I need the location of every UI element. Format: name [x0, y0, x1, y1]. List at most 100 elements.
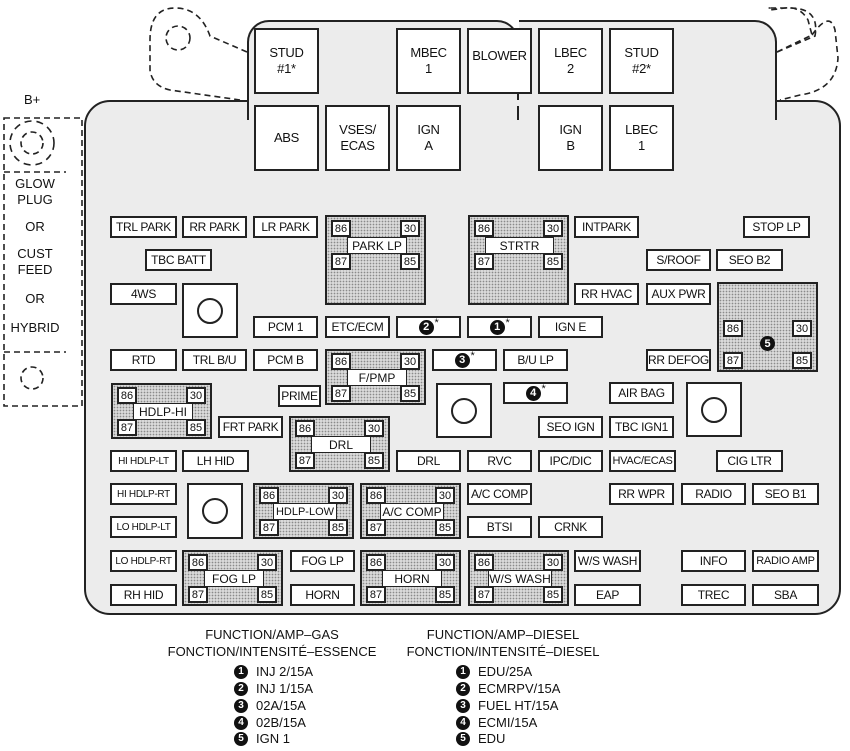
fuse-lo-hdlp-rt[interactable]: LO HDLP-RT	[110, 550, 177, 572]
fuse-rr-hvac[interactable]: RR HVAC	[574, 283, 639, 305]
fuse-crnk[interactable]: CRNK	[538, 516, 603, 538]
fuse-rr-wpr[interactable]: RR WPR	[609, 483, 674, 505]
fuse-4ws[interactable]: 4WS	[110, 283, 177, 305]
fuse-rr-park[interactable]: RR PARK	[182, 216, 247, 238]
maxi-fuse-stud-2[interactable]: STUD #2*	[609, 28, 674, 94]
fuse-rvc[interactable]: RVC	[467, 450, 532, 472]
relay-hdlp-hi[interactable]: 86 30 HDLP-HI 87 85	[111, 383, 212, 439]
fuse-s-roof[interactable]: S/ROOF	[646, 249, 711, 271]
fuse-ipc-dic[interactable]: IPC/DIC	[538, 450, 603, 472]
fuse-intpark[interactable]: INTPARK	[574, 216, 639, 238]
relay-hdlp-low[interactable]: 86 30 HDLP-LOW 87 85	[253, 483, 354, 539]
fuse-trl-park[interactable]: TRL PARK	[110, 216, 177, 238]
maxi-fuse-mbec-1[interactable]: MBEC 1	[396, 28, 461, 94]
fuse-horn[interactable]: HORN	[290, 584, 355, 606]
maxi-fuse-ign-b[interactable]: IGN B	[538, 105, 603, 171]
fuse-pcm-1[interactable]: PCM 1	[253, 316, 318, 338]
fuse-trec[interactable]: TREC	[681, 584, 746, 606]
fuse-prime[interactable]: PRIME	[278, 385, 321, 407]
number-5-badge: 5	[760, 336, 775, 351]
fuse-hi-hdlp-lt[interactable]: HI HDLP-LT	[110, 450, 177, 472]
fuse-tbc-batt[interactable]: TBC BATT	[145, 249, 212, 271]
maxi-fuse-lbec-2[interactable]: LBEC 2	[538, 28, 603, 94]
relay-park-lp[interactable]: 86 30 PARK LP 87 85	[325, 215, 426, 305]
left-mounting-ear	[149, 7, 248, 101]
socket-circle-icon	[451, 397, 477, 424]
fuse-eap[interactable]: EAP	[574, 584, 641, 606]
maxi-fuse-lbec-1[interactable]: LBEC 1	[609, 105, 674, 171]
fuse-ac-comp[interactable]: A/C COMP	[467, 483, 532, 505]
maxi-fuse-vses-ecas[interactable]: VSES/ ECAS	[325, 105, 390, 171]
b-plus-bolt-icon	[20, 131, 44, 155]
hybrid-label: HYBRID	[10, 320, 60, 335]
fuse-aux-pwr[interactable]: AUX PWR	[646, 283, 711, 305]
fuse-numbered-4[interactable]: 4*	[503, 382, 568, 404]
fuse-radio[interactable]: RADIO	[681, 483, 746, 505]
socket-circle-icon	[197, 297, 223, 324]
fuse-frt-park[interactable]: FRT PARK	[218, 416, 283, 438]
left-ear-bolt-icon	[165, 25, 191, 51]
relay-drl[interactable]: 86 30 DRL 87 85	[289, 416, 390, 472]
relay-fog-lp[interactable]: 86 30 FOG LP 87 85	[182, 550, 283, 606]
relay-strtr[interactable]: 86 30 STRTR 87 85	[468, 215, 569, 305]
fuse-seo-b1[interactable]: SEO B1	[752, 483, 819, 505]
right-mounting-ear	[766, 7, 817, 53]
relay-horn[interactable]: 86 30 HORN 87 85	[360, 550, 461, 606]
fuse-lr-park[interactable]: LR PARK	[253, 216, 318, 238]
fuse-seo-ign[interactable]: SEO IGN	[538, 416, 603, 438]
fuse-sba[interactable]: SBA	[752, 584, 819, 606]
fuse-btsi[interactable]: BTSI	[467, 516, 532, 538]
number-3-badge: 3	[454, 352, 470, 368]
maxi-fuse-ign-a[interactable]: IGN A	[396, 105, 461, 171]
fuse-trl-bu[interactable]: TRL B/U	[182, 349, 247, 371]
fuse-lh-hid[interactable]: LH HID	[182, 450, 249, 472]
fuse-ws-wash[interactable]: W/S WASH	[574, 550, 641, 572]
empty-socket	[686, 382, 742, 437]
fuse-bu-lp[interactable]: B/U LP	[503, 349, 568, 371]
fuse-fog-lp[interactable]: FOG LP	[290, 550, 355, 572]
fuse-stop-lp[interactable]: STOP LP	[743, 216, 810, 238]
fuse-pcm-b[interactable]: PCM B	[253, 349, 318, 371]
fuse-numbered-1[interactable]: 1*	[467, 316, 532, 338]
fuse-tbc-ign1[interactable]: TBC IGN1	[609, 416, 674, 438]
fuse-numbered-3[interactable]: 3*	[432, 349, 497, 371]
fuse-rh-hid[interactable]: RH HID	[110, 584, 177, 606]
relay-ac-comp[interactable]: 86 30 A/C COMP 87 85	[360, 483, 461, 539]
fuse-ign-e[interactable]: IGN E	[538, 316, 603, 338]
fuse-etc-ecm[interactable]: ETC/ECM	[325, 316, 390, 338]
or-label-2: OR	[25, 291, 45, 306]
fuse-rtd[interactable]: RTD	[110, 349, 177, 371]
fuse-seo-b2[interactable]: SEO B2	[716, 249, 783, 271]
socket-circle-icon	[701, 396, 727, 423]
empty-socket	[182, 283, 238, 338]
number-2-badge: 2	[418, 319, 434, 335]
fuse-radio-amp[interactable]: RADIO AMP	[752, 550, 819, 572]
fuse-info[interactable]: INFO	[681, 550, 746, 572]
relay-f-pmp[interactable]: 86 30 F/PMP 87 85	[325, 349, 426, 405]
maxi-fuse-blower[interactable]: BLOWER	[467, 28, 532, 94]
fuse-lo-hdlp-lt[interactable]: LO HDLP-LT	[110, 516, 177, 538]
fuse-hi-hdlp-rt[interactable]: HI HDLP-RT	[110, 483, 177, 505]
maxi-fuse-stud-1[interactable]: STUD #1*	[254, 28, 319, 94]
fuse-rr-defog[interactable]: RR DEFOG	[646, 349, 711, 371]
lower-bolt-icon	[20, 366, 44, 390]
relay-ws-wash[interactable]: 86 30 W/S WASH 87 85	[468, 550, 569, 606]
relay-5[interactable]: 86 30 5 87 85	[717, 282, 818, 372]
fuse-cig-ltr[interactable]: CIG LTR	[716, 450, 783, 472]
fuse-numbered-2[interactable]: 2*	[396, 316, 461, 338]
fuse-air-bag[interactable]: AIR BAG	[609, 382, 674, 404]
socket-circle-icon	[202, 498, 228, 524]
fuse-hvac-ecas[interactable]: HVAC/ECAS	[609, 450, 676, 472]
maxi-fuse-abs[interactable]: ABS	[254, 105, 319, 171]
or-label-1: OR	[25, 219, 45, 234]
fuse-drl[interactable]: DRL	[396, 450, 461, 472]
number-4-badge: 4	[525, 385, 541, 401]
